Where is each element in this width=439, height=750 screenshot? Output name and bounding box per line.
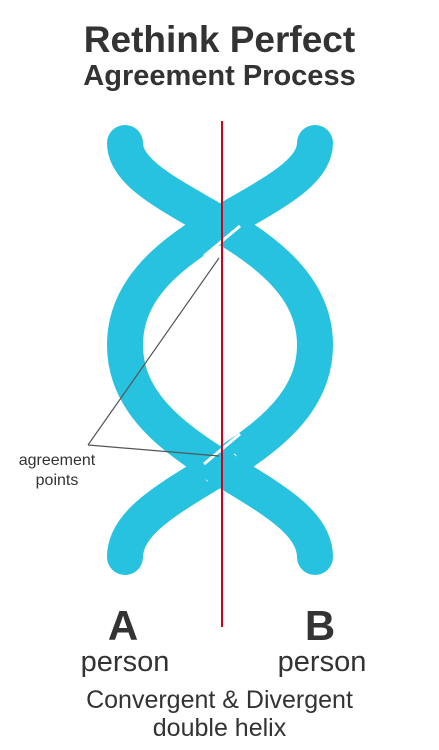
page-subtitle: Agreement Process bbox=[83, 60, 356, 92]
callout-leader-lower bbox=[87, 444, 220, 457]
page-title: Rethink Perfect bbox=[83, 19, 356, 60]
caption-line1: Convergent & Divergent bbox=[86, 686, 353, 714]
agreement-points-label: agreement points bbox=[2, 451, 112, 491]
agreement-points-label-line2: points bbox=[35, 472, 79, 489]
callout-leader-upper bbox=[87, 257, 220, 446]
helix-strand-back bbox=[107, 125, 334, 575]
helix-strand-front bbox=[106, 125, 333, 575]
person-b-letter: B bbox=[304, 602, 336, 649]
person-b-label: person bbox=[277, 646, 367, 678]
caption-line2: double helix bbox=[152, 714, 287, 742]
agreement-points-label-line1: agreement bbox=[18, 452, 96, 469]
person-a-letter: A bbox=[107, 602, 139, 649]
person-a-label: person bbox=[80, 646, 170, 678]
